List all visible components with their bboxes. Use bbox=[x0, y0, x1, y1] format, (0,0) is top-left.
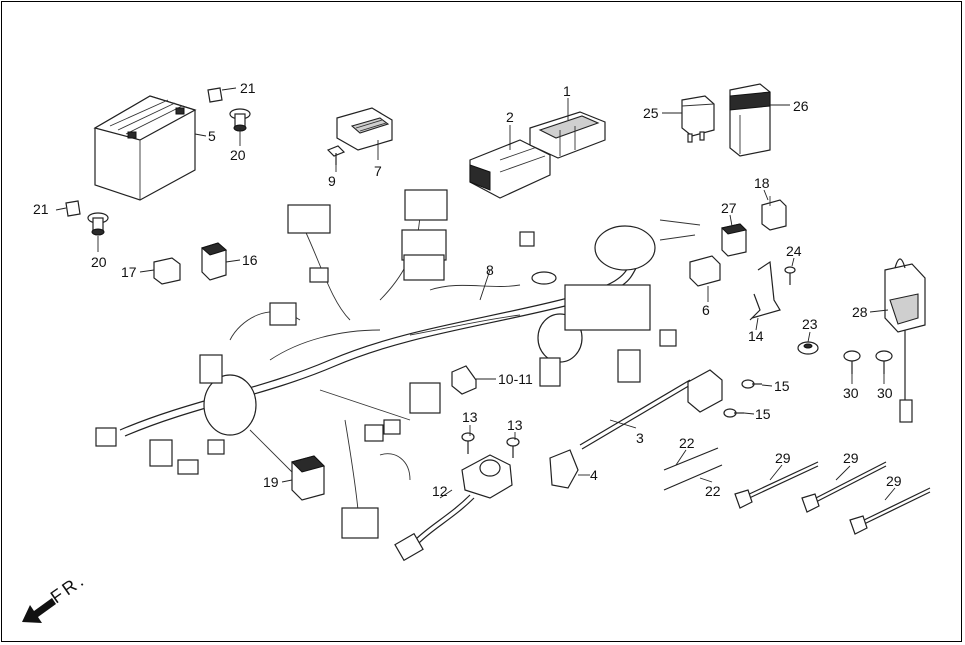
callout-6: 6 bbox=[702, 302, 710, 318]
connector-19 bbox=[291, 455, 325, 501]
ecu bbox=[469, 139, 551, 199]
callout-13: 13 bbox=[462, 409, 478, 425]
bolt-20-top bbox=[229, 108, 251, 132]
callout-25: 25 bbox=[643, 105, 659, 121]
relay-27 bbox=[721, 223, 747, 257]
callout-3: 3 bbox=[636, 430, 644, 446]
clip-22 bbox=[663, 447, 723, 491]
callout-29: 29 bbox=[775, 450, 791, 466]
callout-26: 26 bbox=[793, 98, 809, 114]
callout-30: 30 bbox=[843, 385, 859, 401]
fuse-holder-18 bbox=[761, 196, 787, 231]
cable-tie-29-b bbox=[801, 461, 887, 513]
cable-tie-29-c bbox=[849, 487, 931, 535]
callouts: 21 20 5 21 20 7 9 2 1 25 26 18 27 6 14 2… bbox=[33, 80, 902, 499]
front-label: FR. bbox=[47, 569, 90, 607]
callout-19: 19 bbox=[263, 474, 279, 490]
callout-1: 1 bbox=[563, 83, 571, 99]
sensor-12 bbox=[394, 454, 513, 562]
callout-14: 14 bbox=[748, 328, 764, 344]
fuse-6 bbox=[689, 255, 721, 287]
regulator bbox=[336, 107, 393, 151]
callout-5: 5 bbox=[208, 128, 216, 144]
bolt-13-b bbox=[506, 437, 520, 458]
callout-30: 30 bbox=[877, 385, 893, 401]
callout-15: 15 bbox=[755, 406, 771, 422]
callout-23: 23 bbox=[802, 316, 818, 332]
connector-17 bbox=[153, 257, 181, 285]
callout-12: 12 bbox=[432, 483, 448, 499]
nut-21-top bbox=[207, 87, 223, 103]
callout-9: 9 bbox=[328, 173, 336, 189]
nut-21-left bbox=[65, 200, 81, 217]
callout-8: 8 bbox=[486, 262, 494, 278]
callout-10-11: 10-11 bbox=[498, 371, 533, 387]
connector-1 bbox=[529, 111, 606, 159]
callout-21: 21 bbox=[240, 80, 256, 96]
sensor-16 bbox=[200, 242, 228, 281]
screw-30-a bbox=[843, 350, 861, 374]
screw-15-b bbox=[723, 408, 744, 418]
callout-7: 7 bbox=[374, 163, 382, 179]
callout-22: 22 bbox=[705, 483, 721, 499]
boot-4 bbox=[549, 449, 579, 489]
front-direction-arrow: FR. bbox=[22, 569, 89, 623]
screw-15-a bbox=[741, 379, 762, 389]
battery bbox=[93, 95, 197, 201]
switch-28 bbox=[884, 258, 926, 423]
bolt-20-left bbox=[87, 212, 109, 236]
callout-29: 29 bbox=[886, 473, 902, 489]
callout-15: 15 bbox=[774, 378, 790, 394]
main-harness bbox=[95, 189, 701, 539]
cable-tie-29-a bbox=[734, 461, 819, 509]
sensor-3 bbox=[579, 369, 723, 450]
callout-20: 20 bbox=[230, 147, 246, 163]
leader-lines bbox=[55, 87, 896, 501]
callout-29: 29 bbox=[843, 450, 859, 466]
callout-20: 20 bbox=[91, 254, 107, 270]
callout-18: 18 bbox=[754, 175, 770, 191]
callout-4: 4 bbox=[590, 467, 598, 483]
fuse-box-26 bbox=[729, 83, 771, 157]
bolt-13-a bbox=[461, 432, 475, 454]
callout-13: 13 bbox=[507, 417, 523, 433]
screw-30-b bbox=[875, 350, 893, 374]
relay-25 bbox=[681, 95, 715, 143]
cap-10-11 bbox=[451, 365, 477, 395]
callout-17: 17 bbox=[121, 264, 137, 280]
callout-2: 2 bbox=[506, 109, 514, 125]
bracket-14 bbox=[749, 260, 781, 321]
screw-24 bbox=[784, 266, 796, 285]
callout-16: 16 bbox=[242, 252, 258, 268]
callout-24: 24 bbox=[786, 243, 802, 259]
callout-22: 22 bbox=[679, 435, 695, 451]
grommet-23 bbox=[797, 341, 819, 355]
callout-28: 28 bbox=[852, 304, 868, 320]
callout-27: 27 bbox=[721, 200, 737, 216]
bolt-9 bbox=[326, 145, 346, 165]
callout-21: 21 bbox=[33, 201, 49, 217]
